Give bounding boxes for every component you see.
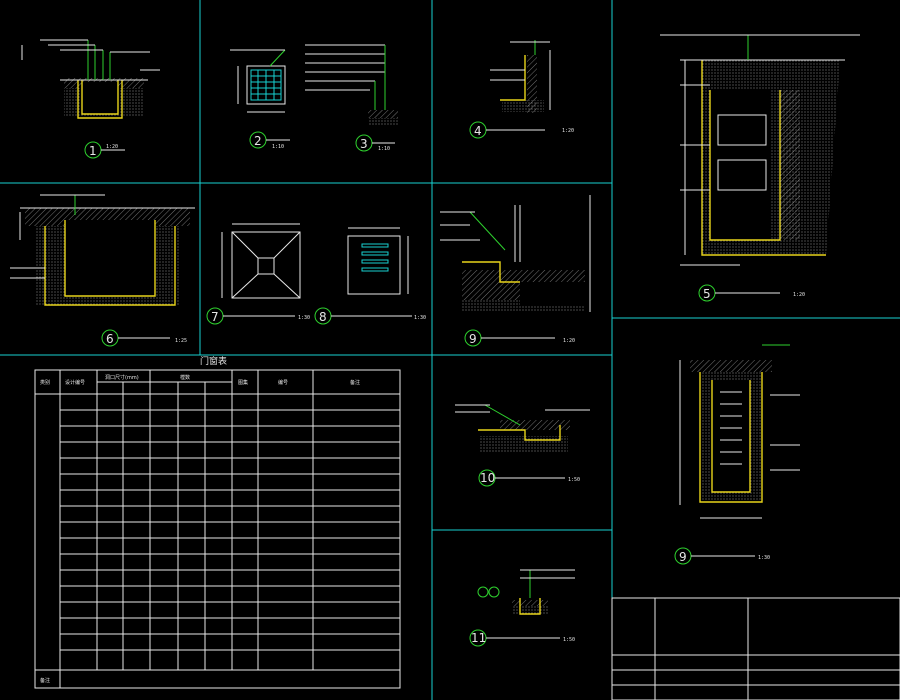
- door-window-table: [34, 369, 401, 689]
- detail-9b-number: 9: [679, 550, 687, 564]
- detail-2-drawing: [230, 49, 290, 149]
- detail-3-scale: 1:10: [378, 146, 390, 152]
- detail-7-drawing: [206, 223, 301, 325]
- detail-7-number: 7: [211, 310, 219, 324]
- detail-6-number: 6: [106, 332, 114, 346]
- detail-11-number: 11: [471, 631, 486, 645]
- detail-1-drawing: [21, 39, 160, 159]
- detail-2-number: 2: [254, 134, 262, 148]
- detail-9b-scale: 1:30: [758, 555, 770, 561]
- drawing-list-table: [611, 597, 900, 700]
- detail-8-number: 8: [319, 310, 327, 324]
- table-header-code: 设计编号: [65, 379, 85, 386]
- detail-5-drawing: [660, 34, 860, 302]
- detail-10-drawing: [455, 404, 590, 487]
- table-header-opening: 洞口尺寸(mm): [105, 374, 139, 381]
- detail-9a-number: 9: [469, 332, 477, 346]
- table-title: 门窗表: [200, 355, 227, 367]
- detail-10-number: 10: [480, 471, 495, 485]
- detail-3-drawing: [305, 44, 398, 152]
- detail-8-scale: 1:30: [414, 315, 426, 321]
- detail-2-scale: 1:10: [272, 144, 284, 150]
- table-header-number: 编号: [278, 379, 288, 386]
- table-header-atlas: 图集: [238, 379, 248, 386]
- detail-9a-scale: 1:20: [563, 338, 575, 344]
- detail-4-number: 4: [474, 124, 482, 138]
- detail-9a-drawing: [440, 195, 591, 347]
- detail-3-number: 3: [360, 137, 368, 151]
- table-rows: [60, 409, 400, 651]
- table-header-count: 樘数: [180, 374, 190, 381]
- table-header-category: 类别: [40, 379, 50, 386]
- detail-4-drawing: [469, 40, 551, 139]
- detail-1-scale: 1:20: [106, 144, 118, 150]
- detail-7-scale: 1:30: [298, 315, 310, 321]
- detail-11-drawing: [469, 569, 575, 647]
- detail-11-scale: 1:50: [563, 637, 575, 643]
- detail-4-scale: 1:20: [562, 128, 574, 134]
- detail-10-scale: 1:50: [568, 477, 580, 483]
- table-header-remarks: 备注: [350, 379, 360, 386]
- detail-5-scale: 1:20: [793, 292, 805, 298]
- detail-9b-drawing: [674, 344, 800, 565]
- table-notes-label: 备注: [40, 677, 50, 684]
- detail-6-drawing: [10, 194, 195, 347]
- detail-8-drawing: [314, 227, 412, 325]
- detail-6-scale: 1:25: [175, 338, 187, 344]
- detail-1-number: 1: [89, 144, 97, 158]
- detail-5-number: 5: [703, 287, 711, 301]
